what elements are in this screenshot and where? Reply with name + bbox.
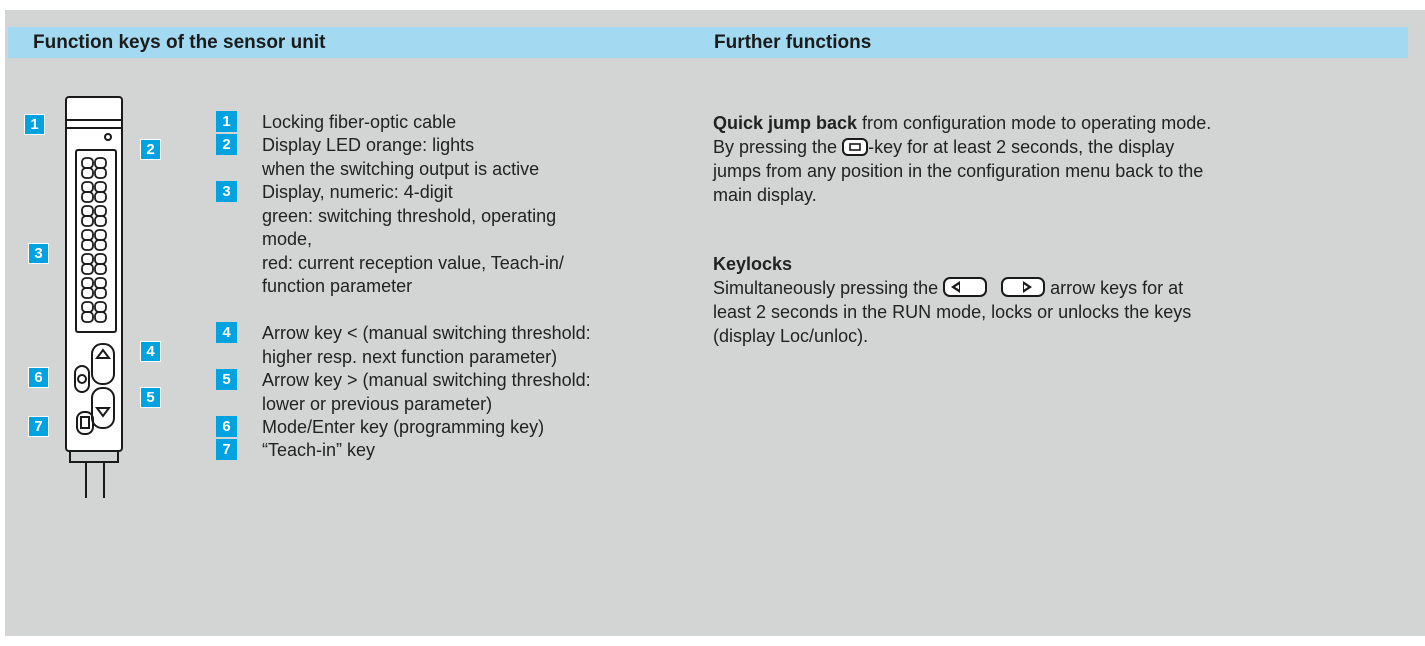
legend-badge-5: 5 bbox=[216, 369, 237, 390]
section-header-bar: Function keys of the sensor unit Further… bbox=[8, 27, 1408, 58]
right-arrow-key-icon bbox=[1001, 277, 1046, 297]
function-keys-title: Function keys of the sensor unit bbox=[33, 32, 326, 53]
keylocks-line-1: Simultaneously pressing the arrow keys f… bbox=[713, 276, 1413, 300]
legend-item-7: “Teach-in” key bbox=[262, 440, 376, 460]
further-functions-title: Further functions bbox=[714, 32, 872, 53]
mode-key-icon bbox=[842, 138, 869, 156]
diagram-badge-7: 7 bbox=[28, 416, 49, 437]
legend-badge-7: 7 bbox=[216, 439, 237, 460]
left-arrow-key-icon bbox=[943, 277, 988, 297]
legend-item-6: Mode/Enter key (programming key) bbox=[262, 417, 545, 437]
diagram-badge-2: 2 bbox=[140, 139, 161, 160]
keylocks-paragraph: Keylocks Simultaneously pressing the arr… bbox=[713, 252, 1413, 348]
keylocks-line-1-pre: Simultaneously pressing the bbox=[713, 278, 944, 298]
quick-jump-line-1: Quick jump back from configuration mode … bbox=[713, 111, 1413, 135]
sensor-unit-drawing bbox=[65, 96, 123, 498]
diagram-badge-4: 4 bbox=[140, 341, 161, 362]
diagram-badge-5: 5 bbox=[140, 387, 161, 408]
legend-badge-1: 1 bbox=[216, 111, 237, 132]
legend-item-3: Display, numeric: 4-digit green: switchi… bbox=[262, 182, 564, 296]
quick-jump-line-2: By pressing the -key for at least 2 seco… bbox=[713, 135, 1413, 159]
quick-jump-line-4: main display. bbox=[713, 185, 817, 205]
legend-item-2: Display LED orange: lights when the swit… bbox=[262, 135, 540, 179]
quick-jump-rest: from configuration mode to operating mod… bbox=[857, 113, 1212, 133]
quick-jump-heading: Quick jump back bbox=[713, 113, 858, 133]
legend-badge-3: 3 bbox=[216, 181, 237, 202]
content-panel bbox=[5, 10, 1425, 636]
keylocks-line-1-post: arrow keys for at bbox=[1045, 278, 1184, 298]
quick-jump-line-3: jumps from any position in the configura… bbox=[713, 161, 1204, 181]
legend-badge-4: 4 bbox=[216, 322, 237, 343]
legend-item-4: Arrow key < (manual switching threshold:… bbox=[262, 323, 591, 367]
legend-item-1: Locking fiber-optic cable bbox=[262, 112, 457, 132]
keylocks-heading: Keylocks bbox=[713, 254, 793, 274]
legend-item-5: Arrow key > (manual switching threshold:… bbox=[262, 370, 591, 414]
keylocks-line-2: least 2 seconds in the RUN mode, locks o… bbox=[713, 302, 1192, 322]
quick-jump-paragraph: Quick jump back from configuration mode … bbox=[713, 111, 1413, 207]
diagram-badge-1: 1 bbox=[24, 114, 45, 135]
legend-badge-2: 2 bbox=[216, 134, 237, 155]
sensor-unit-diagram: 1 2 3 4 5 6 7 bbox=[24, 94, 184, 499]
quick-jump-line-2-post: -key for at least 2 seconds, the display bbox=[868, 137, 1175, 157]
keylocks-line-3: (display Loc/unloc). bbox=[713, 326, 869, 346]
legend-badge-6: 6 bbox=[216, 416, 237, 437]
quick-jump-line-2-pre: By pressing the bbox=[713, 137, 843, 157]
diagram-badge-3: 3 bbox=[28, 243, 49, 264]
diagram-badge-6: 6 bbox=[28, 367, 49, 388]
